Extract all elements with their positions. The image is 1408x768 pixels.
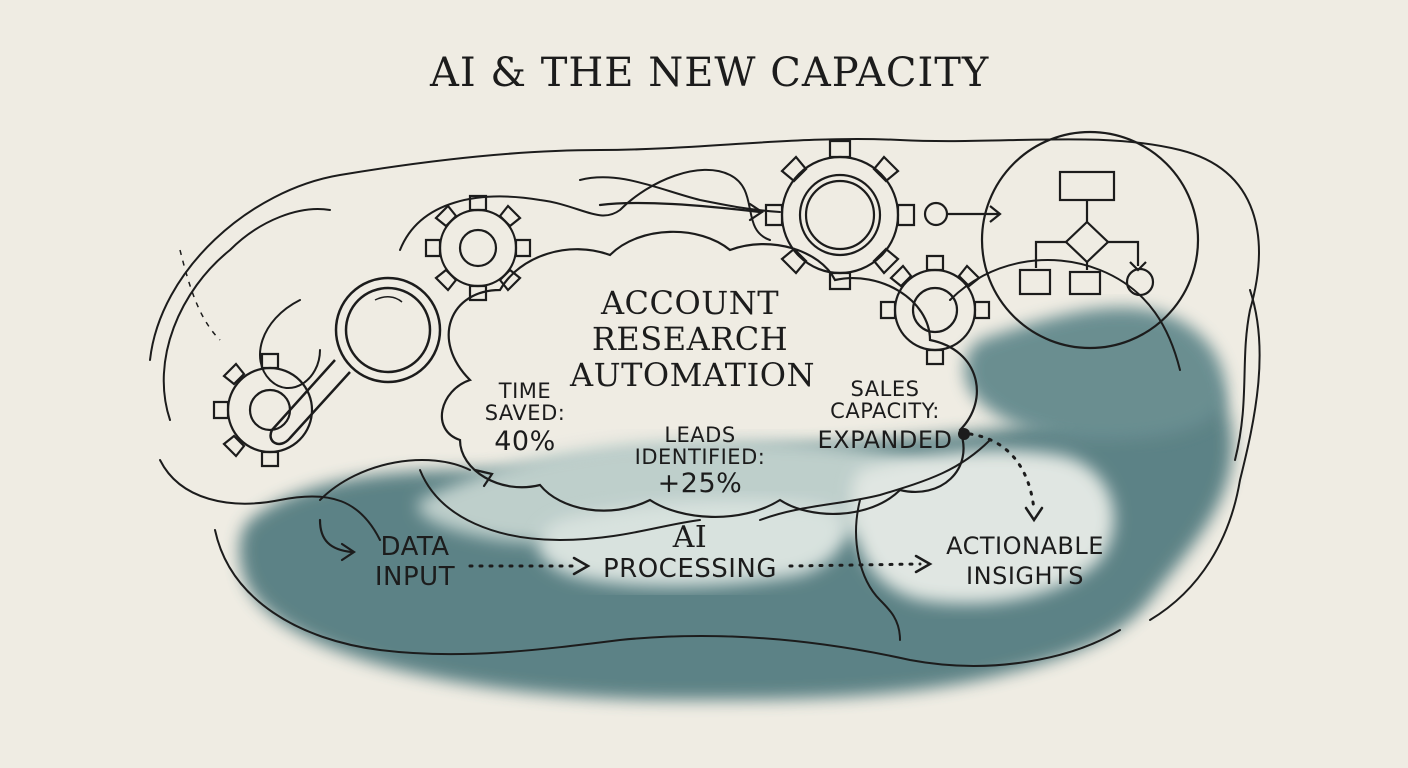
center-title-line3: AUTOMATION xyxy=(570,356,815,394)
flowchart-icon xyxy=(923,130,1200,350)
leads-value: +25% xyxy=(657,468,743,499)
leads-label1: LEADS xyxy=(664,423,736,447)
time-saved-value: 40% xyxy=(494,426,556,457)
watercolor-wash xyxy=(239,307,1233,700)
ai-processing-line2: PROCESSING xyxy=(602,554,778,584)
time-saved-label2: SAVED: xyxy=(484,401,566,425)
dashed-curve xyxy=(179,249,221,341)
start-dot xyxy=(958,428,970,440)
arrow-heads xyxy=(572,506,1044,576)
page-title: AI & THE NEW CAPACITY xyxy=(430,50,990,96)
connector-arrows xyxy=(318,201,764,562)
data-input-line1: DATA xyxy=(380,532,450,562)
sales-value: EXPANDED xyxy=(817,426,953,454)
swirl-strokes xyxy=(149,138,1261,667)
actionable-line2: INSIGHTS xyxy=(966,562,1084,590)
center-title-line1: ACCOUNT xyxy=(600,284,780,322)
dotted-arrows xyxy=(468,432,1036,568)
sales-label1: SALES xyxy=(850,377,920,401)
cloud-outline xyxy=(440,230,978,518)
sales-label2: CAPACITY: xyxy=(830,399,940,423)
center-title-line2: RESEARCH xyxy=(591,320,789,358)
time-saved-label1: TIME xyxy=(498,379,552,403)
leads-label2: IDENTIFIED: xyxy=(634,445,766,469)
actionable-line1: ACTIONABLE xyxy=(946,532,1104,560)
data-input-line2: INPUT xyxy=(374,562,456,592)
ai-processing-line1: AI xyxy=(672,520,708,555)
gear-icon xyxy=(212,139,991,468)
